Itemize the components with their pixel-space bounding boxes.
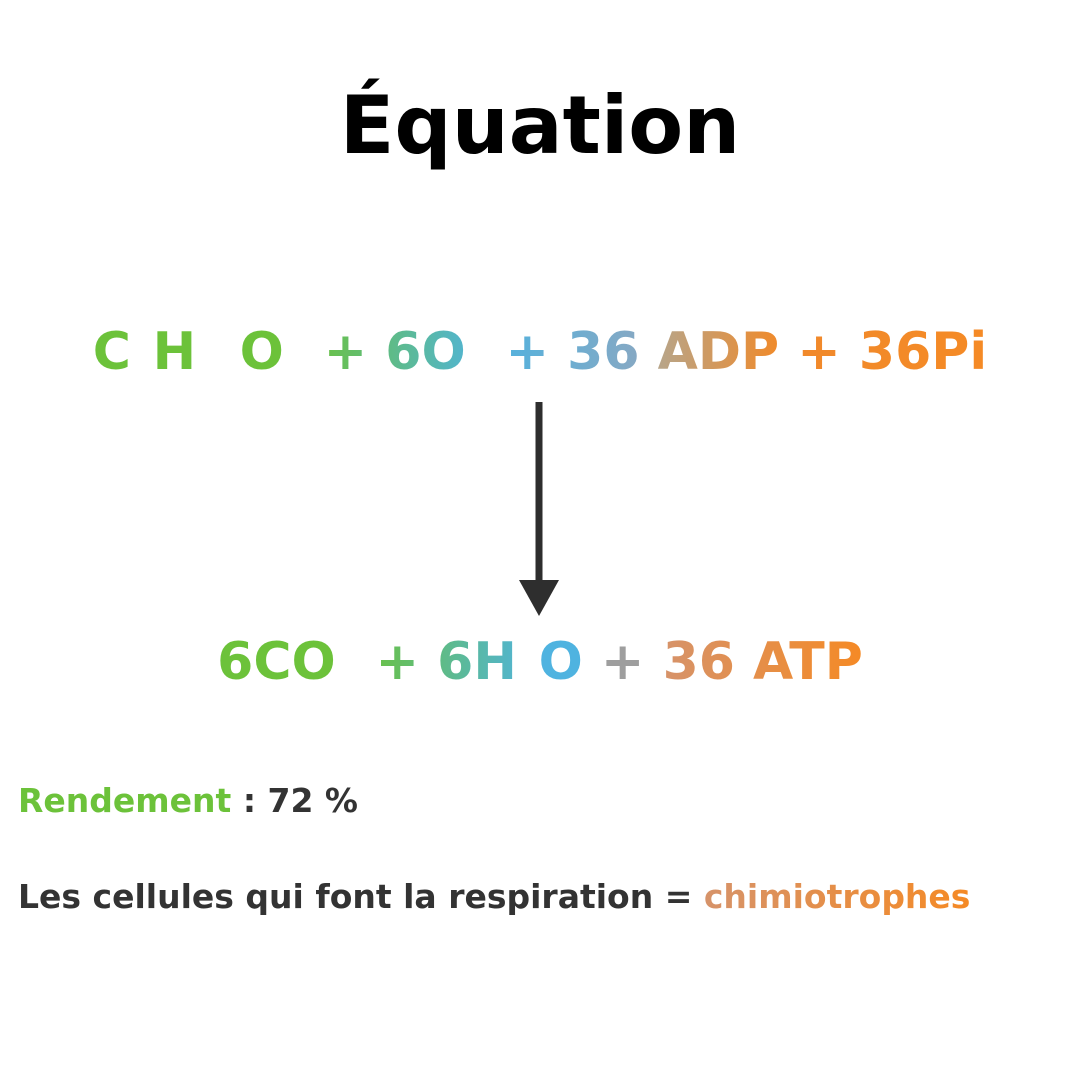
reactant-term: O6 xyxy=(240,322,306,382)
product-term: + 6H2 xyxy=(357,632,538,692)
equation-reactants: C6H12O6 + 6O2 + 36 ADP + 36Pi xyxy=(0,326,1080,378)
reactant-term-base: + 36Pi xyxy=(779,322,988,382)
reactant-term-subscript: 6 xyxy=(130,349,153,386)
reactant-term: + 36Pi xyxy=(779,322,987,382)
product-term-subscript: 2 xyxy=(516,659,539,696)
product-term: 6CO2 xyxy=(217,632,357,692)
product-term-base: + xyxy=(582,632,663,692)
cells-line: Les cellules qui font la respiration = c… xyxy=(18,880,970,913)
reactant-term-subscript: 2 xyxy=(465,349,488,386)
reactant-term-base: H xyxy=(152,322,197,382)
reactant-term-subscript: 12 xyxy=(196,349,240,386)
reactant-term-base: C xyxy=(92,322,131,382)
product-term: 36 ATP xyxy=(663,632,863,692)
product-term: O xyxy=(539,632,583,692)
reactant-term: + 36 xyxy=(487,322,657,382)
cells-text: Les cellules qui font la respiration = xyxy=(18,877,704,916)
yield-label: Rendement xyxy=(18,781,232,820)
reactant-term-base: + 6O xyxy=(305,322,466,382)
product-term-base: O xyxy=(538,632,583,692)
reactant-term: H12 xyxy=(153,322,240,382)
product-term-subscript: 2 xyxy=(335,659,358,696)
yield-value: 72 % xyxy=(267,781,358,820)
equation-products: 6CO2 + 6H2O + 36 ATP xyxy=(0,636,1080,688)
reactant-term-subscript: 6 xyxy=(283,349,306,386)
product-term-base: 36 ATP xyxy=(662,632,863,692)
reaction-arrow-icon xyxy=(519,402,559,616)
reactant-term: + 6O2 xyxy=(306,322,488,382)
reactant-term-base: ADP xyxy=(657,322,780,382)
reactant-term: ADP xyxy=(658,322,780,382)
reactant-term-base: O xyxy=(239,322,284,382)
product-term-base: + 6H xyxy=(357,632,517,692)
reactant-term-base: + 36 xyxy=(487,322,658,382)
yield-line: Rendement : 72 % xyxy=(18,784,358,817)
product-term-base: 6CO xyxy=(217,632,336,692)
yield-separator: : xyxy=(231,781,268,820)
reactant-term: C6 xyxy=(93,322,153,382)
cells-term: chimiotrophes xyxy=(703,877,971,916)
arrow-head xyxy=(519,580,559,616)
page-title: Équation xyxy=(339,79,741,172)
product-term: + xyxy=(583,632,663,692)
